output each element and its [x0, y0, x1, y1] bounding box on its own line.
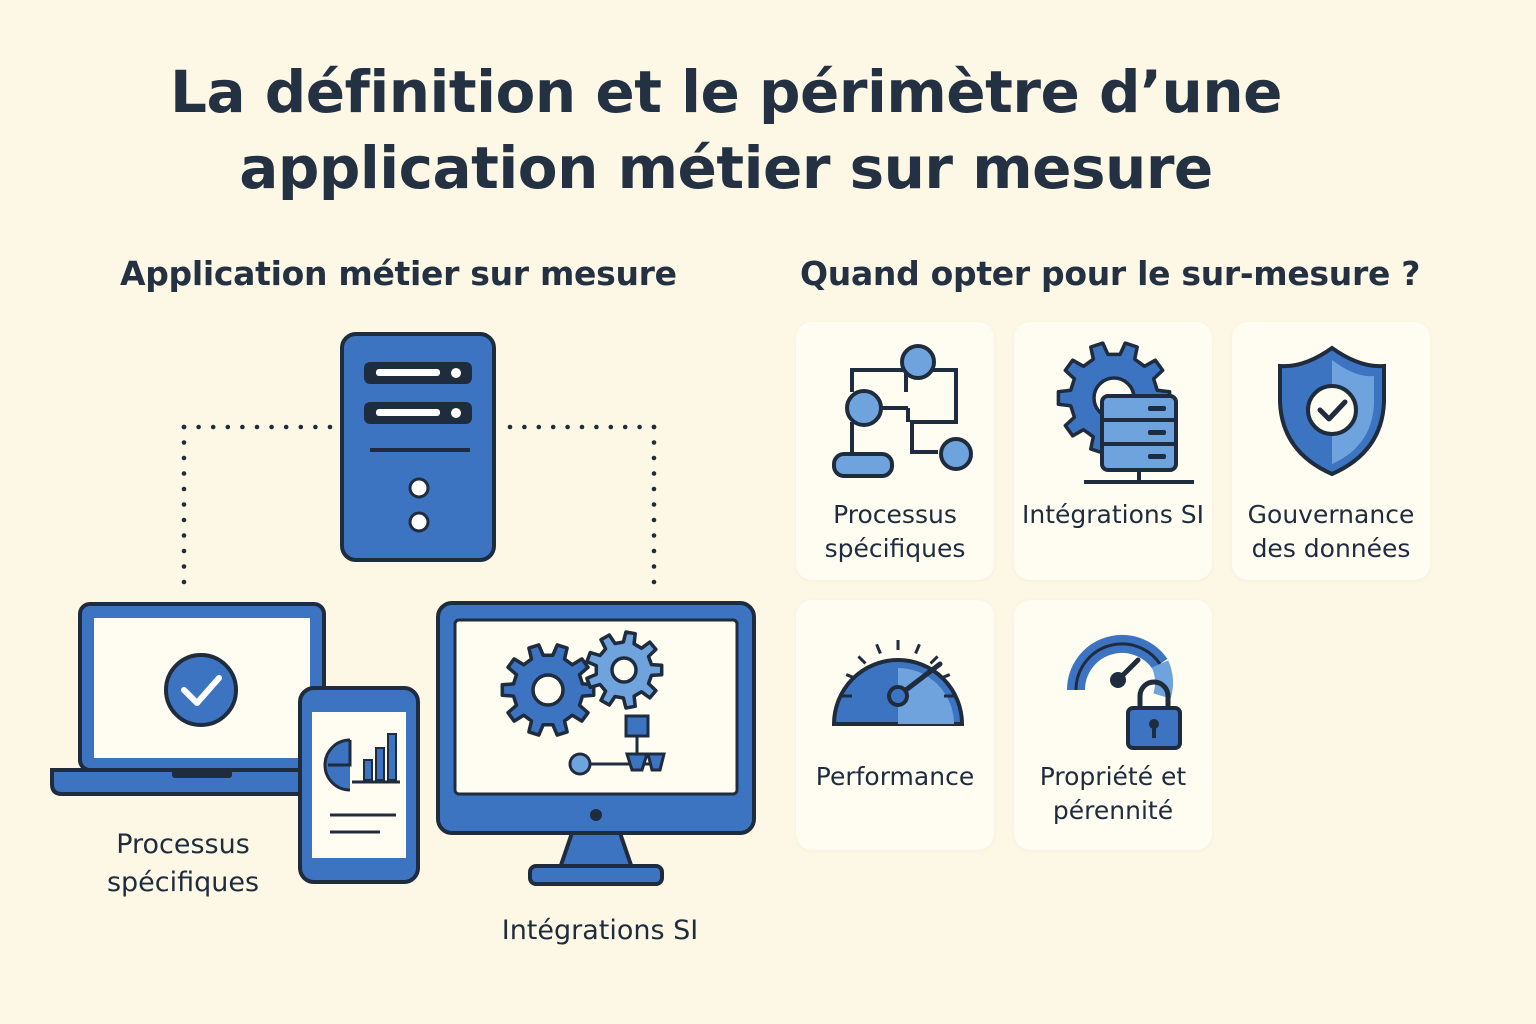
card-label: Intégrations SI [1022, 500, 1204, 529]
laptop-icon [50, 602, 352, 796]
server-icon [340, 332, 496, 562]
chart-icon [323, 733, 400, 834]
network-tree-icon [568, 714, 666, 776]
right-section-heading: Quand opter pour le sur-mesure ? [800, 254, 1421, 293]
gears-icon [500, 630, 664, 737]
checkmark-icon [164, 653, 238, 727]
smartphone-icon [298, 686, 420, 884]
dotted-connectors [181, 424, 657, 585]
card-label: Gouvernance des données [1247, 500, 1415, 563]
card-label: Processus spécifiques [824, 500, 966, 563]
workflow-icon [832, 344, 973, 478]
speedometer-icon [831, 640, 965, 726]
page-title-line-1: La définition et le périmètre d’une [170, 58, 1282, 126]
shield-check-icon [1278, 345, 1386, 477]
gear-server-icon [1056, 341, 1194, 484]
page-title-line-2: application métier sur mesure [239, 134, 1213, 202]
desktop-monitor-icon [436, 601, 756, 886]
gauge-lock-icon [1066, 634, 1182, 750]
page-title: La définition et le périmètre d’une appl… [0, 54, 1452, 206]
card-propriete-et-perennite: Propriété et pérennité [1014, 600, 1212, 850]
label-integrations-si: Intégrations SI [501, 915, 699, 946]
card-integrations-si: Intégrations SI [1014, 322, 1212, 580]
card-processus-specifiques: Processus spécifiques [796, 322, 994, 580]
card-gouvernance-des-donnees: Gouvernance des données [1232, 322, 1430, 580]
architecture-diagram [50, 332, 756, 886]
card-performance: Performance [796, 600, 994, 850]
card-label: Performance [815, 762, 975, 791]
label-processus-specifiques: Processus spécifiques [106, 829, 260, 898]
left-section-heading: Application métier sur mesure [120, 254, 677, 293]
card-label: Propriété et pérennité [1039, 762, 1187, 825]
